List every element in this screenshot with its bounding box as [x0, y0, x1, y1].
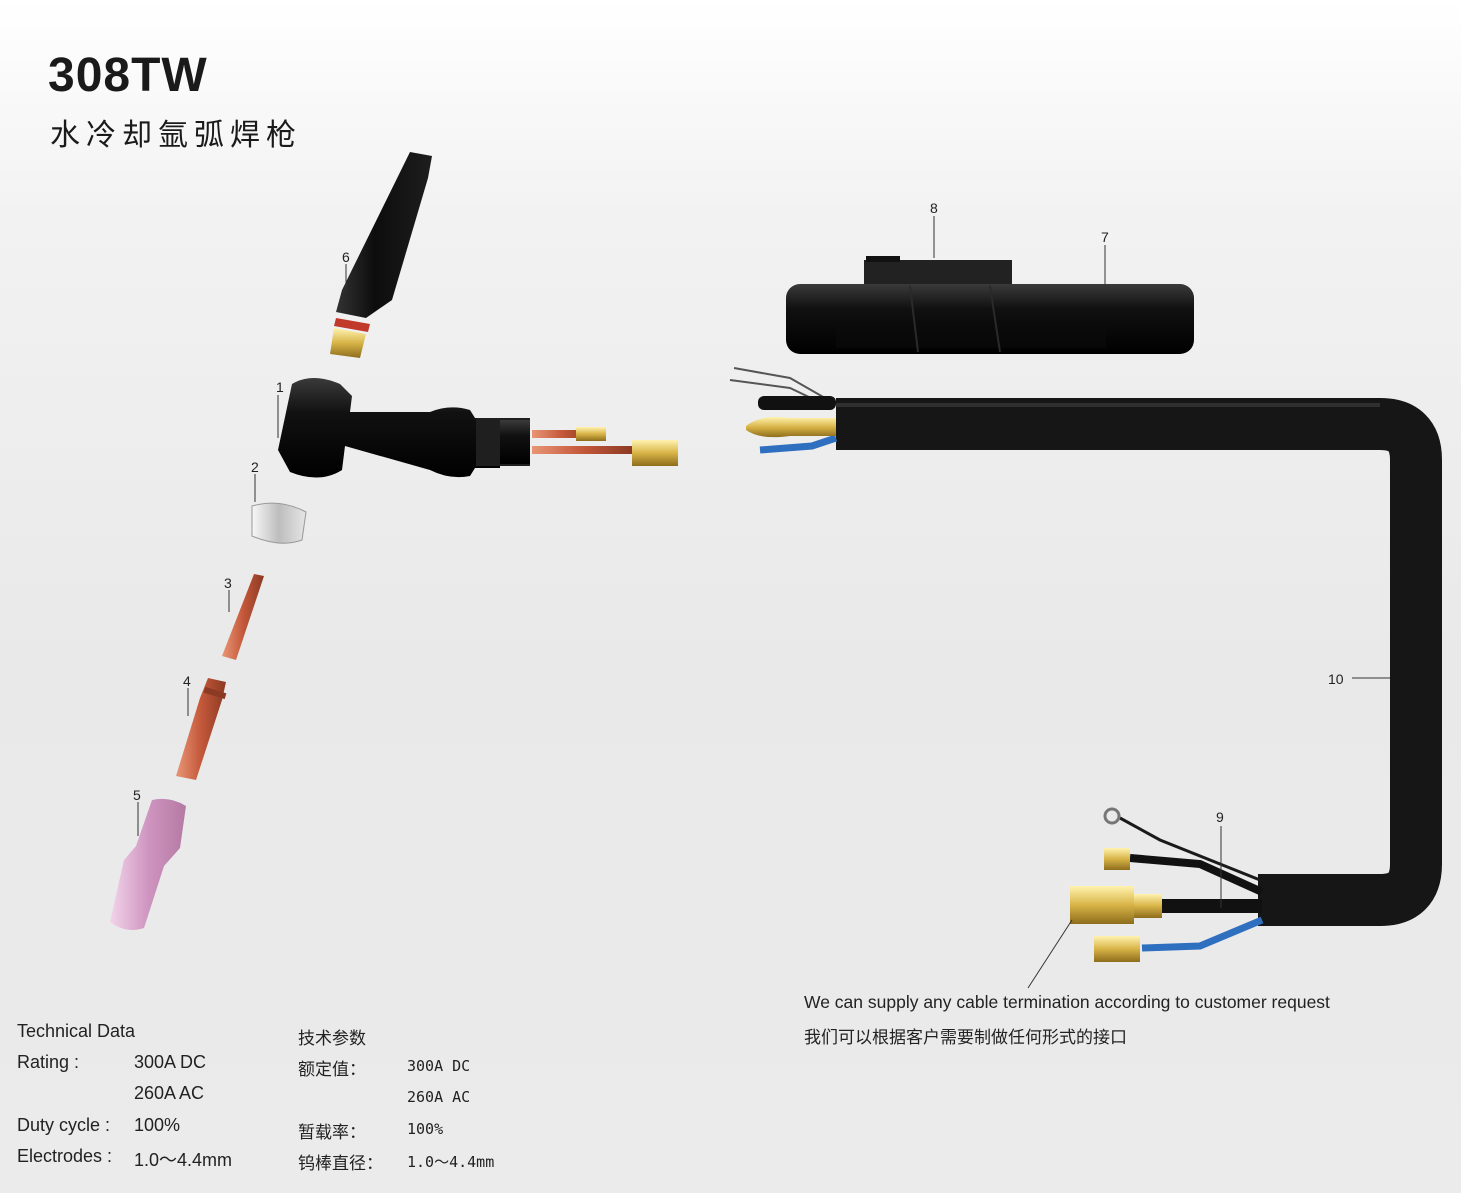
heat-shield-icon: [251, 502, 307, 544]
callout-4: 4: [183, 673, 191, 689]
callout-5: 5: [133, 787, 141, 803]
electrodes-value-en: 1.0～4.4mm: [134, 1150, 233, 1170]
electrodes-value-zh: 1.0～4.4mm: [407, 1153, 495, 1171]
callout-7: 7: [1101, 229, 1109, 245]
termination-note-zh: 我们可以根据客户需要制做任何形式的接口: [804, 1028, 1127, 1048]
rating-dc-en: 300A DC: [134, 1052, 207, 1072]
cable-hose-icon: [729, 367, 1442, 926]
cable-connector-icon: [1070, 807, 1264, 962]
collet-body-icon: [176, 678, 227, 780]
callout-2: 2: [251, 459, 259, 475]
callout-6: 6: [342, 249, 350, 265]
rating-dc-zh: 300A DC: [407, 1057, 471, 1075]
rating-label-zh: 额定值：: [298, 1060, 366, 1080]
electrodes-label-zh: 钨棒直径：: [298, 1154, 383, 1174]
collet-icon: [222, 574, 264, 660]
torch-body-icon: [278, 378, 678, 478]
electrodes-label-en: Electrodes :: [17, 1146, 113, 1166]
tech-heading-en: Technical Data: [17, 1021, 136, 1041]
duty-value-en: 100%: [134, 1115, 181, 1135]
ceramic-nozzle-icon: [110, 798, 186, 930]
rating-label-en: Rating :: [17, 1052, 80, 1072]
back-cap-icon: [330, 152, 432, 358]
callout-10: 10: [1328, 671, 1344, 687]
tech-heading-zh: 技术参数: [298, 1029, 366, 1049]
handle-icon: [786, 284, 1194, 354]
rating-ac-zh: 260A AC: [407, 1088, 471, 1106]
duty-value-zh: 100%: [407, 1120, 444, 1138]
page-subtitle: 水冷却氩弧焊枪: [50, 118, 302, 153]
callout-1: 1: [276, 379, 284, 395]
callout-9: 9: [1216, 809, 1224, 825]
switch-icon: [864, 256, 1012, 290]
duty-label-zh: 暂载率：: [298, 1123, 366, 1143]
callout-8: 8: [930, 200, 938, 216]
duty-label-en: Duty cycle :: [17, 1115, 111, 1135]
page-title: 308TW: [48, 49, 208, 102]
rating-ac-en: 260A AC: [134, 1083, 205, 1103]
termination-note-en: We can supply any cable termination acco…: [804, 992, 1330, 1012]
callout-3: 3: [224, 575, 232, 591]
